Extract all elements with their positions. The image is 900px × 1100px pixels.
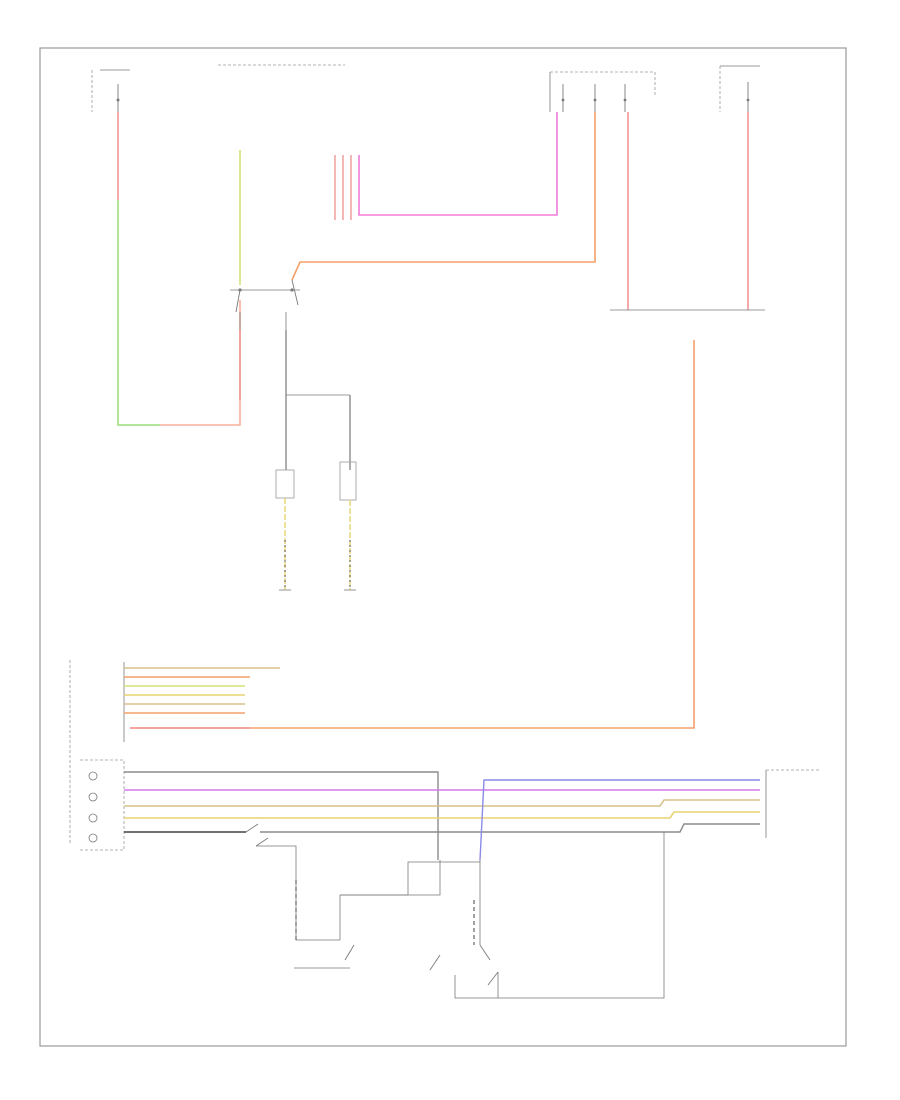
diagram-frame (39, 47, 847, 1047)
brake-lamp-left (275, 469, 295, 591)
fuse-block-far-right (719, 65, 760, 112)
bottom-switch-assembly (245, 823, 665, 999)
wire-connector-bundle (334, 112, 558, 220)
module-right (765, 769, 820, 838)
wires-far-right-red (610, 112, 765, 311)
bus-wires-bottom (124, 771, 760, 861)
control-module-left (80, 759, 125, 851)
wire-left-red-green (117, 112, 241, 426)
fuse-block-right-pair (549, 71, 656, 112)
module-connector-block (69, 660, 280, 845)
wire-orange-to-switch (291, 112, 596, 281)
wire-orange-long-right (130, 340, 695, 729)
switch-output-wires (239, 330, 351, 470)
fuse-block-left (91, 69, 130, 112)
brake-switch (230, 279, 300, 330)
brake-lamp-right (339, 461, 357, 591)
